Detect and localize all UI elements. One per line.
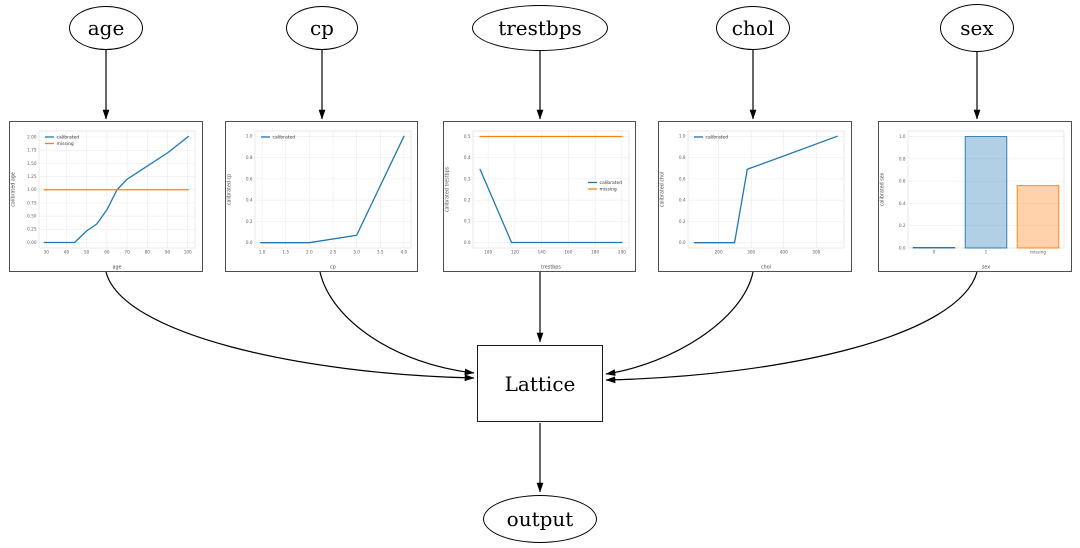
svg-text:0.3: 0.3 xyxy=(464,176,471,181)
calibrator-plot-sex: 0.0 0.2 0.4 0.6 0.8 1.0 0 1 missing sex calibrated… xyxy=(878,121,1072,272)
calibrator-plot-cp: 0.0 0.2 0.4 0.6 0.8 1.0 1.0 1.5 2.0 2.5 3.0 3.5 4.0 c… xyxy=(225,121,418,272)
svg-text:1.25: 1.25 xyxy=(27,174,37,179)
node-chol: chol xyxy=(716,6,790,50)
svg-text:calibrated sex: calibrated sex xyxy=(880,172,886,206)
svg-text:0.8: 0.8 xyxy=(246,155,253,160)
svg-text:chol: chol xyxy=(761,265,771,271)
svg-text:180: 180 xyxy=(591,250,599,255)
edge-chol-plot-to-lattice xyxy=(605,271,754,376)
svg-text:0.6: 0.6 xyxy=(246,176,253,181)
node-output: output xyxy=(483,495,597,543)
svg-text:40: 40 xyxy=(64,250,70,255)
svg-text:calibrated trestbps: calibrated trestbps xyxy=(445,166,451,212)
svg-text:0.25: 0.25 xyxy=(27,227,37,232)
svg-text:0.4: 0.4 xyxy=(464,155,471,160)
svg-text:calibrated: calibrated xyxy=(57,135,80,141)
svg-text:3.5: 3.5 xyxy=(377,250,384,255)
svg-text:60: 60 xyxy=(104,250,110,255)
svg-text:140: 140 xyxy=(538,250,546,255)
calibrator-chart-age: 0.00 0.25 0.50 0.75 1.00 1.25 1.50 1.75 2.00 30 40… xyxy=(11,130,196,271)
svg-text:calibrated: calibrated xyxy=(600,180,623,186)
svg-text:0.00: 0.00 xyxy=(27,240,37,245)
svg-text:0.4: 0.4 xyxy=(679,198,686,203)
svg-text:90: 90 xyxy=(165,250,171,255)
calibrator-plot-chol: 0.0 0.2 0.4 0.6 0.8 1.0 200 300 400 500 chol calibr… xyxy=(658,121,852,272)
svg-text:missing: missing xyxy=(600,187,617,193)
svg-text:0.2: 0.2 xyxy=(464,197,471,202)
svg-text:0.0: 0.0 xyxy=(679,240,686,245)
svg-text:80: 80 xyxy=(145,250,151,255)
svg-text:160: 160 xyxy=(564,250,572,255)
svg-text:2.5: 2.5 xyxy=(330,250,337,255)
svg-text:120: 120 xyxy=(511,250,519,255)
svg-text:400: 400 xyxy=(780,250,788,255)
svg-text:0.0: 0.0 xyxy=(464,240,471,245)
svg-text:calibrated: calibrated xyxy=(273,135,296,141)
svg-text:sex: sex xyxy=(982,266,990,271)
svg-text:0.5: 0.5 xyxy=(464,134,471,139)
edge-age-plot-to-lattice xyxy=(105,271,475,382)
svg-text:1.0: 1.0 xyxy=(259,250,266,255)
svg-text:0.0: 0.0 xyxy=(246,240,253,245)
svg-text:missing: missing xyxy=(57,141,74,147)
svg-text:500: 500 xyxy=(812,250,820,255)
svg-text:100: 100 xyxy=(484,250,492,255)
lattice-node: Lattice xyxy=(477,345,603,422)
svg-text:age: age xyxy=(113,266,122,271)
svg-text:missing: missing xyxy=(1030,250,1046,255)
svg-text:0.8: 0.8 xyxy=(899,156,906,161)
svg-text:2.0: 2.0 xyxy=(306,250,313,255)
svg-text:3.0: 3.0 xyxy=(353,250,360,255)
svg-text:1.75: 1.75 xyxy=(27,148,37,153)
svg-text:0.8: 0.8 xyxy=(679,155,686,160)
svg-text:1: 1 xyxy=(985,250,988,255)
svg-text:100: 100 xyxy=(184,250,192,255)
calibrator-chart-chol: 0.0 0.2 0.4 0.6 0.8 1.0 200 300 400 500 chol calibr… xyxy=(660,130,845,271)
svg-text:30: 30 xyxy=(44,250,50,255)
calibrator-plot-trestbps: 0.0 0.1 0.2 0.3 0.4 0.5 100 120 140 160 180 200 tres… xyxy=(443,121,636,272)
node-trestbps: trestbps xyxy=(472,5,608,51)
svg-text:0.6: 0.6 xyxy=(899,179,906,184)
edge-sex-plot-to-lattice xyxy=(605,271,978,384)
svg-text:calibrated: calibrated xyxy=(706,135,729,141)
svg-text:70: 70 xyxy=(124,250,130,255)
svg-text:0.2: 0.2 xyxy=(899,223,906,228)
svg-text:0.75: 0.75 xyxy=(27,200,37,205)
svg-text:4.0: 4.0 xyxy=(401,250,408,255)
svg-text:1.50: 1.50 xyxy=(27,161,37,166)
calibrator-chart-cp: 0.0 0.2 0.4 0.6 0.8 1.0 1.0 1.5 2.0 2.5 3.0 3.5 4.0 c… xyxy=(227,130,412,271)
calibrator-plot-age: 0.00 0.25 0.50 0.75 1.00 1.25 1.50 1.75 2.00 30 40… xyxy=(9,121,203,272)
svg-text:0.4: 0.4 xyxy=(246,198,253,203)
svg-text:calibrated cp: calibrated cp xyxy=(227,174,233,205)
node-age: age xyxy=(69,6,143,50)
svg-text:calibrated age: calibrated age xyxy=(11,172,17,207)
calibrator-chart-trestbps: 0.0 0.1 0.2 0.3 0.4 0.5 100 120 140 160 180 200 tres… xyxy=(445,130,630,271)
svg-text:1.00: 1.00 xyxy=(27,187,37,192)
node-cp: cp xyxy=(286,6,358,50)
svg-text:0.2: 0.2 xyxy=(679,219,686,224)
svg-text:0.1: 0.1 xyxy=(464,219,471,224)
svg-text:50: 50 xyxy=(84,250,90,255)
svg-text:200: 200 xyxy=(618,250,626,255)
svg-text:300: 300 xyxy=(747,250,755,255)
svg-text:trestbps: trestbps xyxy=(541,265,561,271)
edge-cp-plot-to-lattice xyxy=(319,271,475,376)
svg-text:0: 0 xyxy=(933,250,936,255)
svg-text:1.0: 1.0 xyxy=(679,134,686,139)
svg-text:0.0: 0.0 xyxy=(899,245,906,250)
svg-text:0.50: 0.50 xyxy=(27,214,37,219)
svg-text:0.2: 0.2 xyxy=(246,219,253,224)
svg-text:0.6: 0.6 xyxy=(679,176,686,181)
svg-text:1.0: 1.0 xyxy=(899,134,906,139)
svg-text:1.0: 1.0 xyxy=(246,134,253,139)
svg-text:0.4: 0.4 xyxy=(899,201,906,206)
svg-text:cp: cp xyxy=(330,266,336,271)
svg-text:1.5: 1.5 xyxy=(282,250,289,255)
svg-text:200: 200 xyxy=(715,250,723,255)
svg-text:calibrated chol: calibrated chol xyxy=(660,172,666,208)
svg-text:2.00: 2.00 xyxy=(27,134,37,139)
node-sex: sex xyxy=(940,4,1014,52)
calibrator-chart-sex: 0.0 0.2 0.4 0.6 0.8 1.0 0 1 missing sex calibrated… xyxy=(880,130,1065,271)
